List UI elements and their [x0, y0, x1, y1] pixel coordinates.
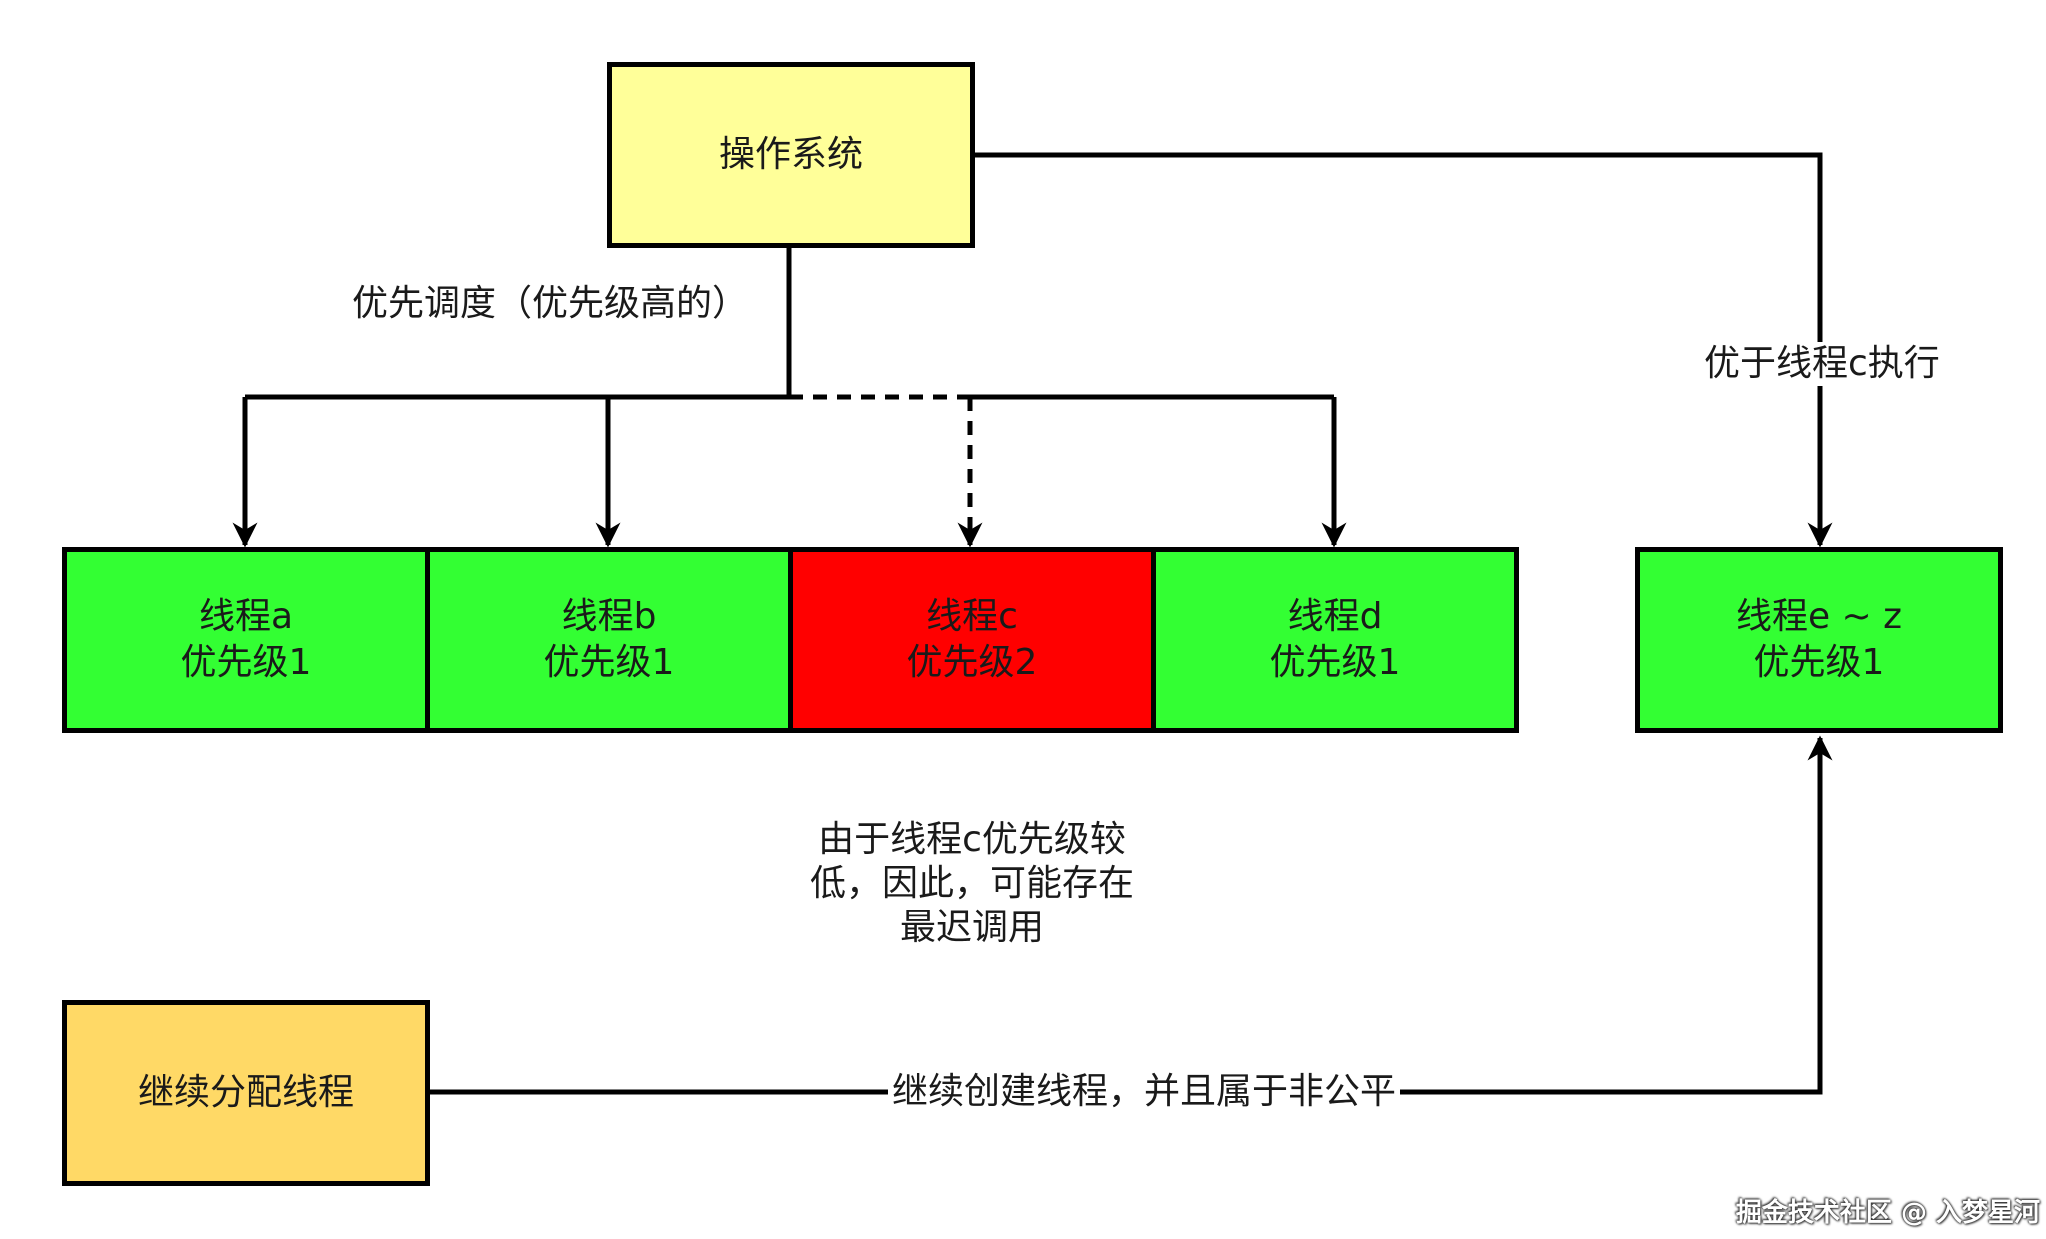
os-to-thread-ez-line [973, 152, 1833, 548]
note-c-line-1: 由于线程c优先级较 [818, 819, 1126, 860]
continue-create-label: 继续创建线程，并且属于非公平 [888, 1070, 1401, 1114]
os-node-label: 操作系统 [718, 134, 863, 175]
thread-a-node: 线程a 优先级1 [62, 547, 430, 733]
thread-c-node: 线程c 优先级2 [788, 547, 1156, 733]
thread-a-name: 线程a [198, 596, 294, 637]
thread-c-priority: 优先级2 [906, 642, 1038, 683]
thread-b-node: 线程b 优先级1 [425, 547, 793, 733]
thread-ez-priority: 优先级1 [1753, 642, 1885, 683]
thread-b-name: 线程b [561, 596, 657, 637]
thread-d-node: 线程d 优先级1 [1151, 547, 1519, 733]
thread-d-priority: 优先级1 [1269, 642, 1401, 683]
note-c-line-2: 低，因此，可能存在 [809, 863, 1134, 904]
priority-schedule-label: 优先调度（优先级高的） [352, 283, 749, 324]
continue-allocate-node: 继续分配线程 [62, 1000, 430, 1186]
thread-ez-name: 线程e ~ z [1735, 596, 1903, 637]
thread-d-name: 线程d [1287, 596, 1383, 637]
note-c-line-3: 最迟调用 [899, 907, 1044, 948]
before-c-label: 优于线程c执行 [1700, 342, 1944, 386]
watermark: 掘金技术社区 @ 入梦星河 [1735, 1198, 2040, 1228]
note-c-label: 由于线程c优先级较 低，因此，可能存在 最迟调用 [790, 818, 1154, 950]
continue-allocate-label: 继续分配线程 [137, 1072, 354, 1113]
thread-b-priority: 优先级1 [543, 642, 675, 683]
thread-a-priority: 优先级1 [180, 642, 312, 683]
os-node: 操作系统 [607, 62, 975, 248]
thread-ez-node: 线程e ~ z 优先级1 [1635, 547, 2003, 733]
thread-c-name: 线程c [926, 596, 1018, 637]
